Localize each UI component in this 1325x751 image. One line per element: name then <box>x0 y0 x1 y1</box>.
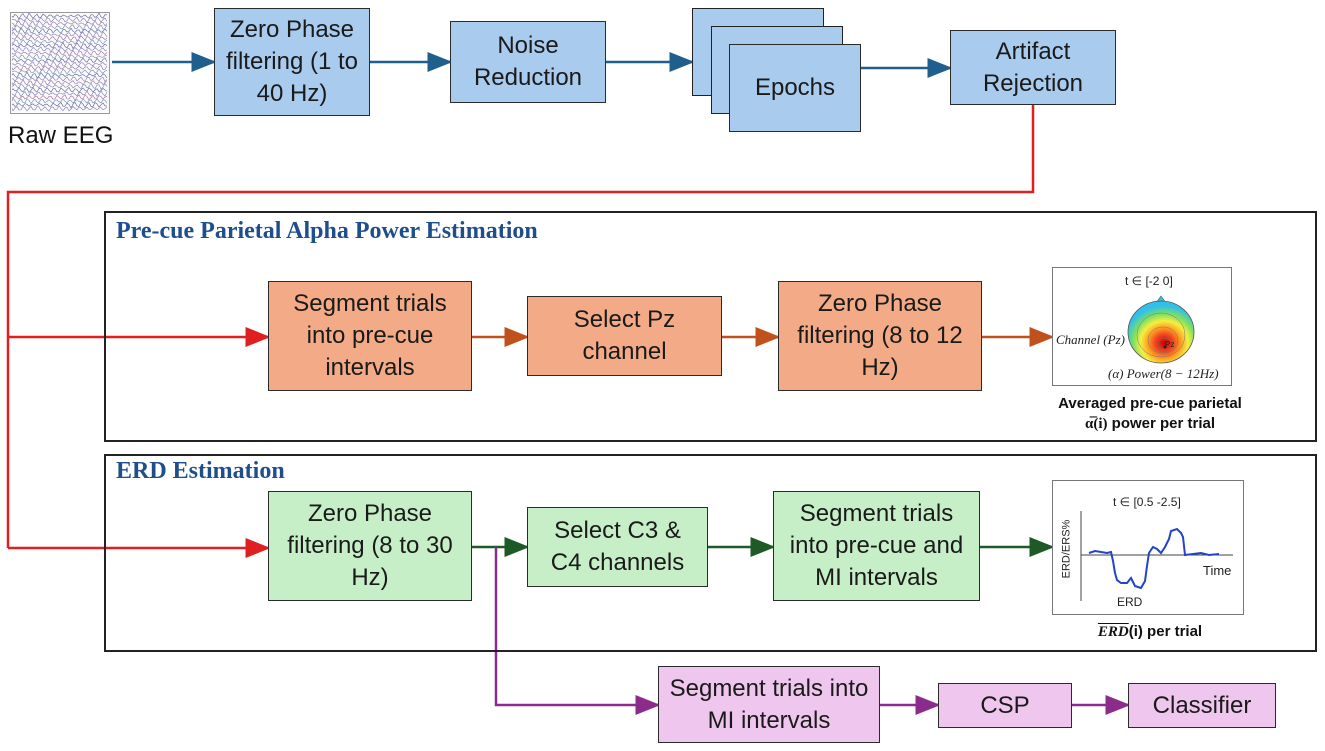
erd-section-title: ERD Estimation <box>116 458 285 484</box>
alpha-caption: Averaged pre-cue parietal α̅(i) power pe… <box>1035 394 1265 434</box>
eeg-trace <box>11 57 108 64</box>
eeg-trace <box>11 75 108 83</box>
eeg-trace <box>12 19 108 28</box>
segment-mi-box: Segment trials into MI intervals <box>658 666 880 743</box>
topomap-time-window: t ∈ [-2 0] <box>1125 274 1173 288</box>
zero-phase-filter-8-30-box: Zero Phase filtering (8 to 30 Hz) <box>268 491 472 601</box>
alpha-caption-line2: α̅(i) power per trial <box>1035 414 1265 434</box>
eeg-trace <box>11 94 108 102</box>
eeg-trace <box>11 68 108 75</box>
erd-time-window: t ∈ [0.5 -2.5] <box>1113 495 1181 509</box>
erd-waveform <box>1080 511 1233 601</box>
eeg-trace <box>11 90 108 97</box>
erd-ylabel: ERD/ERS% <box>1060 519 1073 579</box>
topomap-power-label: (α) Power(8 − 12Hz) <box>1108 366 1219 381</box>
eeg-trace <box>11 101 108 109</box>
eeg-trace <box>11 27 108 35</box>
erd-symbol: ERD <box>1097 624 1129 640</box>
eeg-trace <box>11 105 108 112</box>
erd-xlabel: Time <box>1203 563 1232 578</box>
eeg-trace <box>11 41 108 50</box>
raw-eeg-thumbnail <box>10 12 110 114</box>
select-c3-c4-box: Select C3 & C4 channels <box>527 507 708 587</box>
eeg-trace <box>11 49 108 57</box>
raw-eeg-label: Raw EEG <box>8 122 114 149</box>
alpha-section-title: Pre-cue Parietal Alpha Power Estimation <box>116 218 538 244</box>
noise-reduction-box: Noise Reduction <box>450 21 606 103</box>
eeg-trace <box>11 23 108 31</box>
topomap-head-icon <box>1127 295 1195 364</box>
artifact-rejection-box: Artifact Rejection <box>950 30 1116 105</box>
alpha-caption-rest: power per trial <box>1107 415 1216 432</box>
eeg-trace <box>11 16 108 24</box>
zero-phase-filter-1-40-box: Zero Phase filtering (1 to 40 Hz) <box>214 8 370 116</box>
erd-caption-rest: (i) per trial <box>1128 623 1203 640</box>
erd-dip-label: ERD <box>1117 595 1143 609</box>
eeg-trace <box>11 53 108 61</box>
alpha-symbol: α̅(i) <box>1084 416 1108 432</box>
eeg-trace <box>11 86 108 94</box>
arrow-artifact-loop <box>6 105 1035 548</box>
eeg-trace <box>11 64 108 71</box>
csp-box: CSP <box>938 683 1072 728</box>
topomap-inset: t ∈ [-2 0] Pz Channel (Pz) (α) Power(8 −… <box>1052 267 1232 386</box>
epochs-box: Epochs <box>729 44 861 132</box>
eeg-trace <box>11 82 108 90</box>
select-pz-box: Select Pz channel <box>527 296 722 376</box>
topomap-channel-label: Channel (Pz) <box>1056 332 1125 347</box>
eeg-trace <box>11 60 108 68</box>
arrow-branch-to-mi-segment <box>494 547 661 715</box>
alpha-caption-line1: Averaged pre-cue parietal <box>1058 395 1242 412</box>
eeg-trace <box>11 97 108 105</box>
erd-caption: ERD(i) per trial <box>1060 622 1240 642</box>
eeg-trace <box>11 71 108 79</box>
alpha-section-frame <box>104 211 1317 442</box>
segment-precue-mi-box: Segment trials into pre-cue and MI inter… <box>773 491 980 601</box>
topomap-electrode-label: Pz <box>1165 340 1175 349</box>
erd-section-frame <box>104 454 1317 652</box>
zero-phase-filter-8-12-box: Zero Phase filtering (8 to 12 Hz) <box>778 281 982 391</box>
segment-precue-box: Segment trials into pre-cue intervals <box>268 281 472 391</box>
eeg-trace <box>11 31 108 38</box>
erd-plot-inset: t ∈ [0.5 -2.5] ERD/ERS% Time ERD <box>1052 480 1244 615</box>
eeg-trace <box>11 34 108 42</box>
eeg-trace <box>11 39 108 45</box>
classifier-box: Classifier <box>1128 683 1276 728</box>
